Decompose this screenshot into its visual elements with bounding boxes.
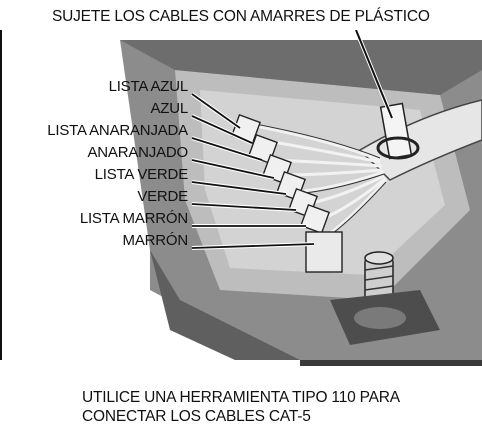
- tool-instruction: UTILICE UNA HERRAMIENTA TIPO 110 PARA CO…: [82, 388, 400, 426]
- label-blue: AZUL: [150, 100, 188, 117]
- label-orange-stripe: LISTA ANARANJADA: [47, 122, 188, 139]
- label-brown-stripe: LISTA MARRÓN: [79, 210, 188, 227]
- label-blue-stripe: LISTA AZUL: [108, 78, 189, 95]
- cable-tie-caption: SUJETE LOS CABLES CON AMARRES DE PLÁSTIC…: [52, 8, 430, 25]
- cable-tie-loop: [376, 136, 420, 160]
- terminal-block: [231, 114, 343, 273]
- frame-border: [0, 0, 2, 441]
- tool-instruction-line1: UTILICE UNA HERRAMIENTA TIPO 110 PARA: [82, 389, 400, 406]
- tie-pointer: [355, 29, 393, 119]
- housing-edge: [150, 250, 482, 390]
- label-orange: ANARANJADO: [87, 144, 188, 161]
- label-green-stripe: LISTA VERDE: [94, 166, 189, 183]
- screw-hole: [354, 307, 406, 329]
- caption-panel: [0, 360, 482, 441]
- label-green: VERDE: [137, 188, 188, 205]
- top-panel: [0, 0, 482, 30]
- label-brown: MARRÓN: [122, 232, 189, 249]
- leader-lines: [191, 93, 315, 249]
- housing-rim: [120, 40, 482, 95]
- housing-bottom-edge: [300, 360, 482, 366]
- tool-instruction-line2: CONECTAR LOS CABLES CAT-5: [82, 408, 311, 425]
